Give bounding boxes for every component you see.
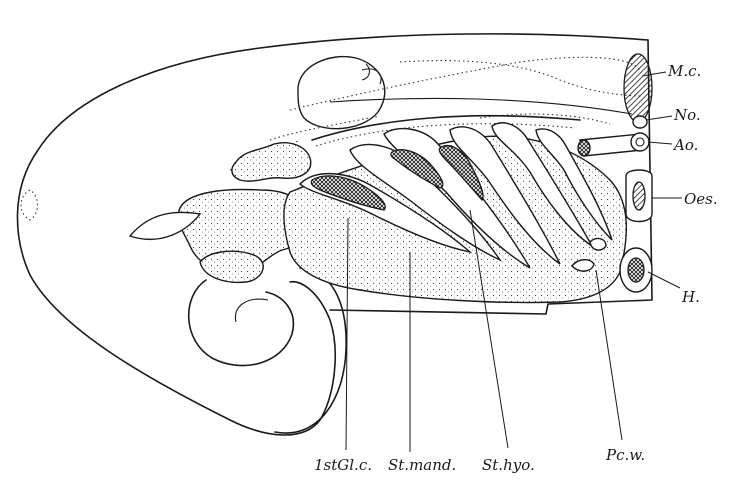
medulla-section [624,54,652,122]
leader-ao [648,142,672,144]
heart-loop-inner [235,299,268,322]
leader-pcw [596,270,622,440]
otic-bulge [21,190,38,220]
label-no: No. [673,106,701,124]
oesophagus-lumen [633,182,645,210]
label-pcw: Pc.w. [605,446,645,464]
label-ao: Ao. [672,136,698,154]
aorta-cut-end [578,140,590,156]
label-sthyo: St.hyo. [482,456,535,474]
label-mc: M.c. [667,62,701,80]
aorta-section [631,133,649,151]
label-oes: Oes. [684,190,718,208]
label-h: H. [681,288,700,306]
heart-loop [189,280,294,366]
arch-tip-2 [590,239,606,251]
heart-section-inner [628,258,644,282]
label-stmand: St.mand. [388,456,456,474]
trigeminal-ganglion [232,143,311,181]
mouth-lobe [200,251,263,282]
label-glc: 1stGl.c. [314,456,372,474]
notochord-section [633,116,647,128]
leader-h [648,272,680,288]
